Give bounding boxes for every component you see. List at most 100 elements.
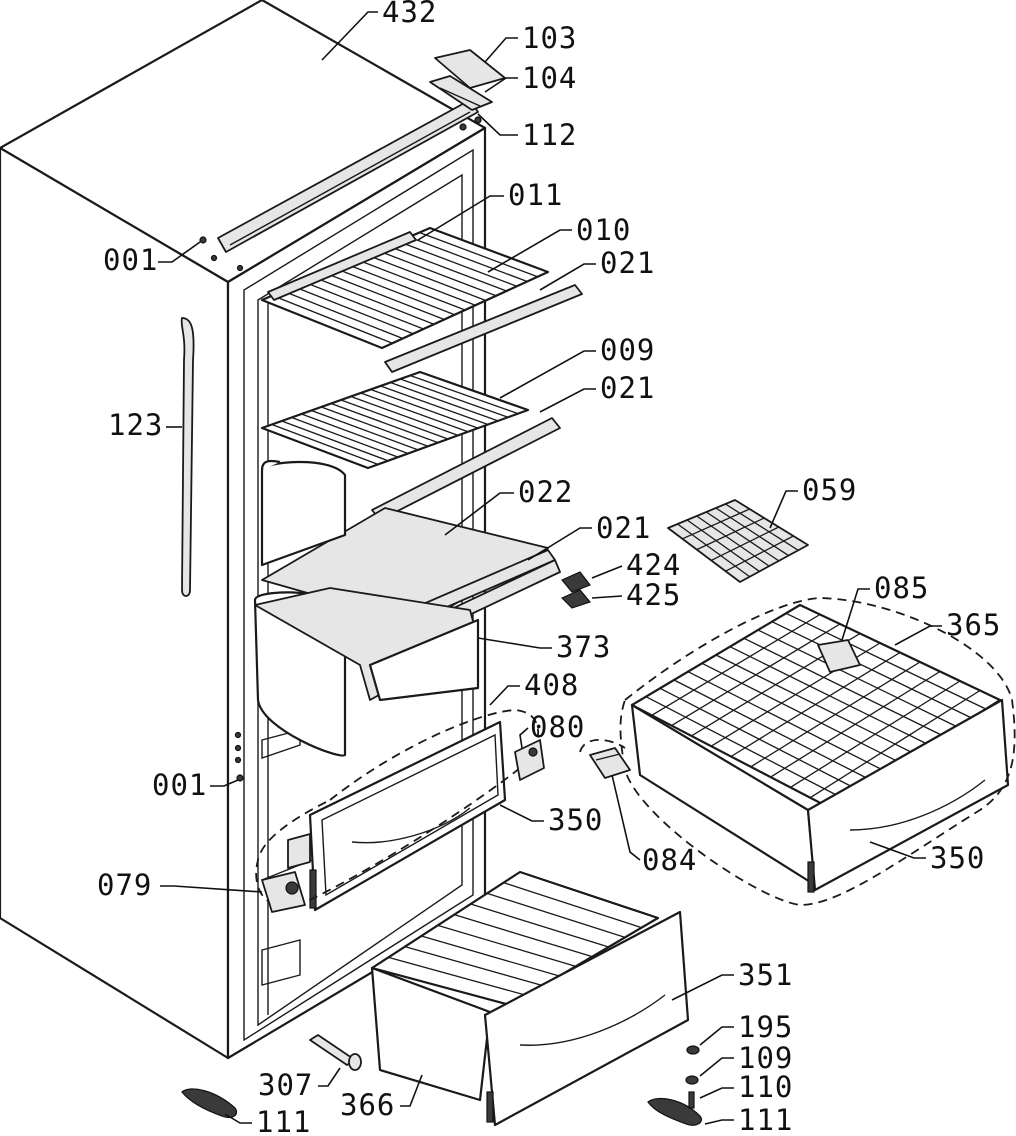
callout-p009: 009 xyxy=(499,333,655,399)
leader-line xyxy=(591,595,623,599)
callout-p080: 080 xyxy=(519,710,584,749)
leader-line xyxy=(489,685,520,706)
part-label-p350a: 350 xyxy=(548,803,603,837)
callout-p010: 010 xyxy=(487,213,631,273)
hinge-part-right xyxy=(514,739,545,781)
leader-line xyxy=(611,774,641,861)
leader-line xyxy=(484,77,518,93)
callout-p021b: 021 xyxy=(539,371,655,413)
callout-p111b: 111 xyxy=(704,1103,793,1136)
part-label-p373: 373 xyxy=(556,630,611,664)
callout-p001a: 001 xyxy=(103,241,201,277)
callout-p350a: 350 xyxy=(499,803,603,837)
leader-line xyxy=(417,195,504,241)
part-label-p425: 425 xyxy=(626,578,681,612)
leader-line xyxy=(699,1026,734,1046)
leader-line xyxy=(487,229,572,273)
part-label-p085: 085 xyxy=(874,571,929,605)
leader-line xyxy=(699,1057,734,1077)
basket-clip xyxy=(817,639,861,673)
part-label-p084: 084 xyxy=(642,843,697,877)
callout-p022: 022 xyxy=(444,475,572,536)
callout-p079: 079 xyxy=(97,868,263,902)
part-label-p111b: 111 xyxy=(738,1103,793,1136)
leader-line xyxy=(158,241,201,263)
leader-line xyxy=(499,804,544,822)
crisper-drawer xyxy=(253,459,480,757)
callout-p110: 110 xyxy=(699,1070,793,1104)
part-label-p112: 112 xyxy=(522,118,577,152)
leader-line xyxy=(841,588,870,641)
part-label-p350b: 350 xyxy=(930,841,985,875)
leader-line xyxy=(894,625,942,646)
ice-tray xyxy=(667,499,809,583)
callout-p424: 424 xyxy=(591,548,681,582)
part-label-p001a: 001 xyxy=(103,243,158,277)
leader-line xyxy=(671,974,734,1001)
part-label-p009: 009 xyxy=(600,333,655,367)
part-label-p021b: 021 xyxy=(600,371,655,405)
freezer-flap-left xyxy=(255,709,540,912)
callout-p365: 365 xyxy=(894,608,1001,646)
callout-p021c: 021 xyxy=(527,511,651,561)
callout-p109: 109 xyxy=(699,1041,793,1077)
bolt xyxy=(309,1034,362,1071)
callout-p123: 123 xyxy=(108,408,182,442)
part-label-p366: 366 xyxy=(340,1088,395,1122)
part-label-p424: 424 xyxy=(626,548,681,582)
foot-left xyxy=(181,1088,238,1119)
callout-p425: 425 xyxy=(591,578,681,612)
leader-line xyxy=(704,1119,734,1125)
wire-shelf-upper xyxy=(260,226,583,373)
callout-p059: 059 xyxy=(769,473,857,529)
leader-line xyxy=(210,779,239,787)
callout-p085: 085 xyxy=(841,571,929,641)
part-label-p109: 109 xyxy=(738,1041,793,1075)
right-basket xyxy=(579,597,1016,906)
bottom-basket xyxy=(370,870,690,1127)
part-label-p001b: 001 xyxy=(152,768,207,802)
leader-line xyxy=(527,527,592,561)
part-label-p111a: 111 xyxy=(256,1105,311,1136)
part-label-p365: 365 xyxy=(946,608,1001,642)
leader-line xyxy=(484,37,518,63)
callout-p084: 084 xyxy=(611,774,697,877)
leader-line xyxy=(321,11,378,61)
leader-line xyxy=(519,727,529,749)
callout-p432: 432 xyxy=(321,0,437,61)
callout-p366: 366 xyxy=(340,1074,423,1122)
foot-right xyxy=(647,1098,702,1126)
callout-p011: 011 xyxy=(417,178,563,241)
part-label-p408: 408 xyxy=(524,668,579,702)
part-label-p123: 123 xyxy=(108,408,163,442)
wire-shelf-lower xyxy=(260,370,561,521)
callout-p351: 351 xyxy=(671,958,792,1001)
part-label-p010: 010 xyxy=(576,213,631,247)
leader-line xyxy=(539,263,596,291)
callout-p104: 104 xyxy=(484,61,576,95)
cap-part xyxy=(686,1045,700,1055)
leader-line xyxy=(591,565,623,579)
callout-p021a: 021 xyxy=(539,246,654,291)
leader-line xyxy=(400,1074,423,1107)
part-label-p432: 432 xyxy=(382,0,437,29)
callout-p111a: 111 xyxy=(224,1105,311,1136)
part-label-p059: 059 xyxy=(802,473,857,507)
washer-part xyxy=(685,1075,699,1085)
callout-p408: 408 xyxy=(489,668,579,706)
part-label-p021c: 021 xyxy=(596,511,651,545)
leader-line xyxy=(477,113,518,136)
leader-line xyxy=(160,885,263,893)
door-handle xyxy=(180,317,195,597)
part-label-p110: 110 xyxy=(738,1070,793,1104)
leader-line xyxy=(699,1087,734,1099)
callout-p112: 112 xyxy=(477,113,577,152)
callout-p195: 195 xyxy=(699,1010,792,1046)
basket-glide xyxy=(589,747,631,779)
part-label-p307: 307 xyxy=(258,1068,313,1102)
part-label-p011: 011 xyxy=(508,178,563,212)
callout-p001b: 001 xyxy=(152,768,239,802)
part-label-p079: 079 xyxy=(97,868,152,902)
leader-line xyxy=(869,841,926,859)
